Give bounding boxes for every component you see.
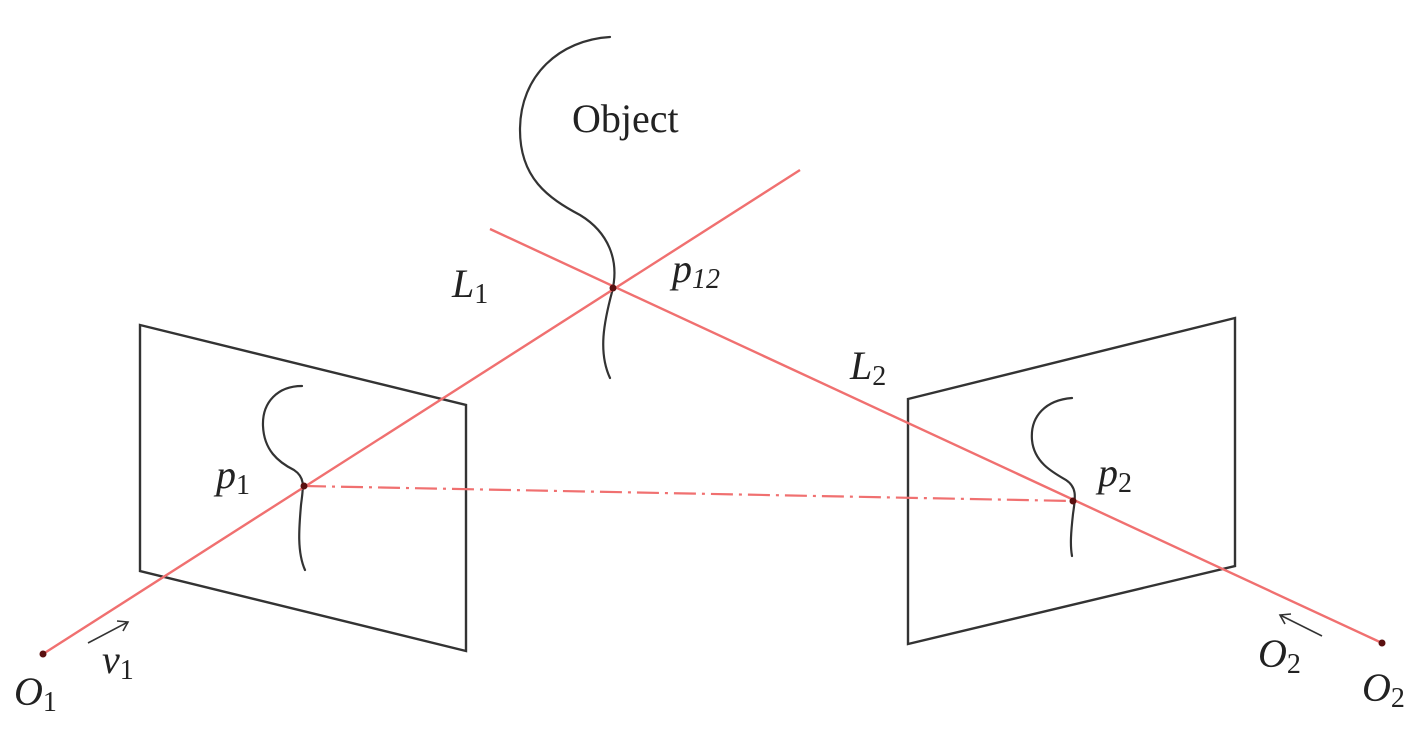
label-v1: v1 <box>102 637 134 686</box>
label-L2: L2 <box>849 343 886 392</box>
right-image-curve <box>1030 396 1076 558</box>
object-curve <box>518 35 616 380</box>
point-O2 <box>1378 639 1386 647</box>
left-image-curve <box>261 384 307 572</box>
label-p12: p12 <box>669 246 720 295</box>
left-image-plane <box>138 323 468 653</box>
object-label: Object <box>572 96 679 141</box>
ray-L2 <box>489 227 1383 645</box>
right-image-plane <box>906 316 1237 646</box>
label-O1: O1 <box>14 669 57 718</box>
point-p2 <box>1069 497 1077 505</box>
label-O2-vector: O2 <box>1258 631 1301 680</box>
label-L1: L1 <box>451 261 488 310</box>
point-p1 <box>300 482 308 490</box>
point-O1 <box>39 650 47 658</box>
arrow-v1-icon <box>87 620 130 644</box>
label-p2: p2 <box>1095 450 1132 499</box>
arrow-o2-icon <box>1278 613 1323 637</box>
label-p1: p1 <box>213 452 250 501</box>
label-O2: O2 <box>1362 665 1405 714</box>
ray-L1 <box>42 168 801 656</box>
point-p12 <box>609 284 617 292</box>
epipolar-line <box>303 484 1074 503</box>
